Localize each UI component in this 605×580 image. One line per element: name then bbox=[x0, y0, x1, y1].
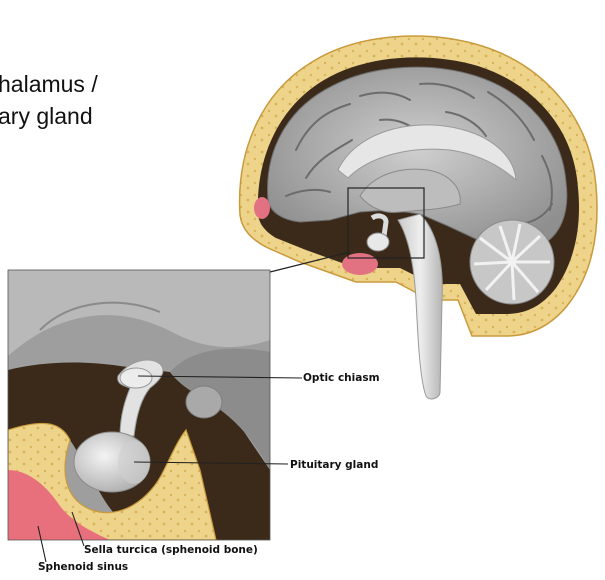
frontal-sinus-spot bbox=[254, 197, 270, 219]
label-sella-turcica: Sella turcica (sphenoid bone) bbox=[84, 544, 258, 556]
label-pituitary-gland: Pituitary gland bbox=[290, 459, 378, 471]
inset-optic-chiasm bbox=[120, 368, 152, 388]
inset-panel bbox=[8, 270, 270, 540]
label-sphenoid-sinus: Sphenoid sinus bbox=[38, 561, 128, 573]
brain-sagittal-view bbox=[240, 36, 597, 399]
label-optic-chiasm: Optic chiasm bbox=[303, 372, 380, 384]
sphenoid-sinus-spot bbox=[342, 253, 378, 275]
cerebellum bbox=[470, 220, 554, 304]
